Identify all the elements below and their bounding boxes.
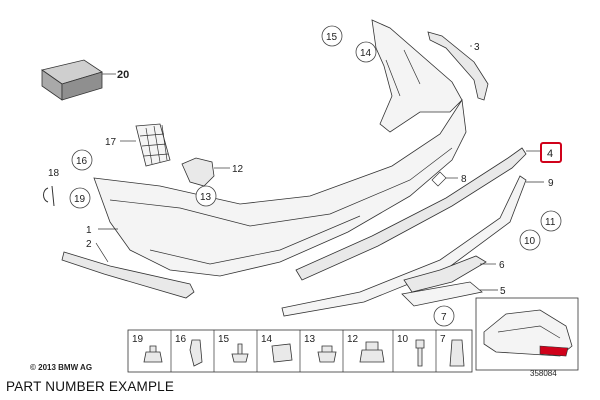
part-12-bracket <box>181 157 215 187</box>
callout-17: 17 <box>105 137 117 148</box>
part-3-strip <box>427 31 489 101</box>
part-9-trim-strip <box>281 175 527 317</box>
callout-circle-7 <box>433 305 455 327</box>
callout-18: 18 <box>48 168 60 179</box>
callout-circle-15 <box>321 25 343 47</box>
part-4-trim-strip <box>295 147 527 281</box>
callout-16: 16 <box>76 156 88 167</box>
copyright-text: © 2013 BMW AG <box>30 363 93 372</box>
legend-label-12: 12 <box>347 334 359 345</box>
callout-9: 9 <box>548 178 554 189</box>
callout-circle-19 <box>69 187 91 209</box>
fastener-13-icon <box>317 345 337 363</box>
callout-14: 14 <box>360 48 372 59</box>
fastener-10-icon <box>415 339 425 367</box>
callout-4: 4 <box>547 148 553 160</box>
legend-label-16: 16 <box>175 334 187 345</box>
callout-8: 8 <box>461 174 467 185</box>
part-1-bumper-trim <box>93 98 467 277</box>
car-highlight-area <box>539 345 569 357</box>
callout-6: 6 <box>499 260 505 271</box>
fastener-14-icon <box>271 343 293 363</box>
diagram-number: 358084 <box>530 369 557 378</box>
callout-circle-14 <box>355 41 377 63</box>
callout-13: 13 <box>200 192 212 203</box>
fastener-16-icon <box>189 339 203 367</box>
legend-label-7: 7 <box>440 334 446 345</box>
part-5-plate <box>401 281 483 307</box>
fastener-15-icon <box>231 343 249 363</box>
callout-5: 5 <box>500 286 506 297</box>
legend-label-15: 15 <box>218 334 230 345</box>
callout-7: 7 <box>441 312 447 323</box>
callout-4-highlight-box <box>540 142 562 163</box>
fastener-7-icon <box>449 339 465 367</box>
callout-circle-16 <box>71 149 93 171</box>
callout-20: 20 <box>117 69 129 81</box>
part-17-grille <box>135 123 171 167</box>
legend-label-14: 14 <box>261 334 273 345</box>
callout-10: 10 <box>524 236 536 247</box>
fastener-19-icon <box>143 345 163 363</box>
callout-3: 3 <box>474 42 480 53</box>
car-thumbnail <box>475 297 579 371</box>
caption-text: PART NUMBER EXAMPLE <box>6 379 175 394</box>
callout-circle-13 <box>195 185 217 207</box>
callout-15: 15 <box>326 32 338 43</box>
legend-label-19: 19 <box>132 334 144 345</box>
legend-strip: 19 16 15 14 13 12 10 7 <box>127 329 473 373</box>
part-18-clip <box>43 185 55 207</box>
leader-2 <box>95 242 109 263</box>
fastener-12-icon <box>359 341 385 363</box>
part-14-carrier <box>371 19 463 133</box>
callout-2: 2 <box>86 239 92 250</box>
callout-circle-11 <box>540 210 562 232</box>
part-20-box <box>41 59 103 101</box>
callout-19: 19 <box>74 194 86 205</box>
legend-label-13: 13 <box>304 334 316 345</box>
legend-label-10: 10 <box>397 334 409 345</box>
part-2-lower-strip <box>61 251 195 299</box>
callout-12: 12 <box>232 164 244 175</box>
callout-11: 11 <box>545 217 556 228</box>
callout-circle-10 <box>519 229 541 251</box>
callout-1: 1 <box>86 225 92 236</box>
